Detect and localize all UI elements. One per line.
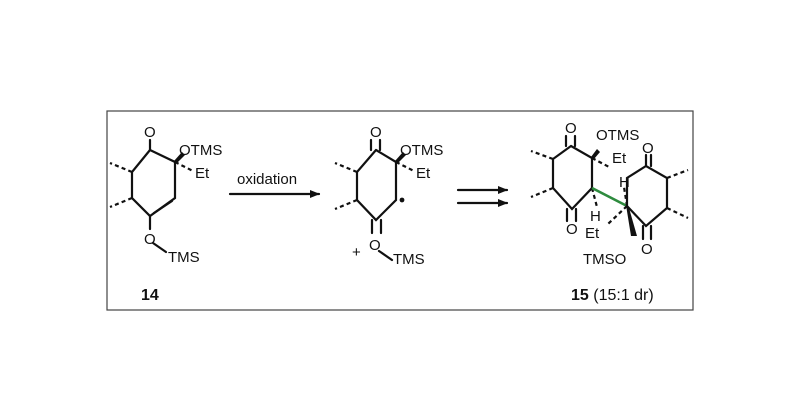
product-ketone-mid-o: O: [566, 221, 578, 238]
intermediate-oxocarbenium-o: O: [369, 237, 381, 254]
product-h-upper: H: [619, 174, 630, 191]
reactant-structure: O OTMS Et O TMS: [109, 124, 222, 266]
reactant-label: 14: [141, 287, 159, 304]
intermediate-tms: TMS: [393, 251, 425, 268]
intermediate-ketone-o: O: [370, 124, 382, 141]
product-right-ketone-o: O: [642, 140, 654, 157]
intermediate-structure: O OTMS Et + O TMS: [334, 124, 443, 268]
product-et-top: Et: [612, 150, 627, 167]
product-h-lower: H: [590, 208, 601, 225]
arrow-label: oxidation: [237, 171, 297, 188]
product-otms-top: OTMS: [596, 127, 639, 144]
product-label: 15 (15:1 dr): [571, 287, 654, 304]
scheme-frame: [106, 110, 694, 311]
intermediate-et: Et: [416, 165, 431, 182]
product-et-bottom: Et: [585, 225, 600, 242]
reactant-tms: TMS: [168, 249, 200, 266]
intermediate-charge: +: [352, 244, 361, 261]
reactant-ketone-o: O: [144, 124, 156, 141]
reactant-et: Et: [195, 165, 210, 182]
product-top-ketone-o: O: [565, 120, 577, 137]
product-structure: O OTMS Et O H H O Et TMSO O: [530, 120, 689, 268]
product-tmso-bottom: TMSO: [583, 251, 626, 268]
intermediate-otms: OTMS: [400, 142, 443, 159]
multistep-arrows: [456, 186, 509, 207]
reactant-otms: OTMS: [179, 142, 222, 159]
new-c-c-bond: [591, 186, 628, 208]
product-number: 15: [571, 287, 589, 304]
reactant-enol-o: O: [144, 231, 156, 248]
product-bottom-ketone-o: O: [641, 241, 653, 258]
product-dr: (15:1 dr): [589, 287, 654, 304]
